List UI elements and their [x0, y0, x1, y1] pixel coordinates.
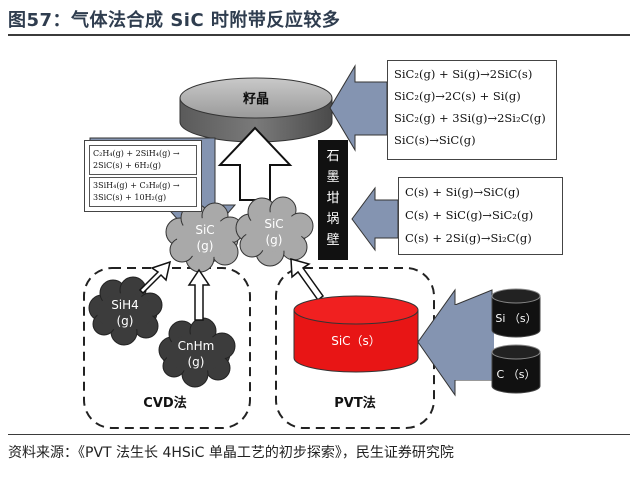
- pvt-label: PVT法: [334, 396, 376, 411]
- eq-top-2: SiC₂(g)→2C(s) + Si(g): [394, 89, 521, 103]
- si-source-cylinder: [491, 288, 541, 338]
- eq-top-3: SiC₂(g) + 3Si(g)→2Si₂C(g): [394, 111, 546, 125]
- cloud-sih4: [88, 276, 163, 346]
- cloud-sic-2-line2: (g): [265, 233, 283, 247]
- source-note: 资料来源：《PVT 法生长 4HSiC 单晶工艺的初步探索》，民生证券研究院: [8, 445, 454, 461]
- eq-mid-3: C(s) + 2Si(g)→Si₂C(g): [405, 231, 532, 245]
- arrow-cnhm-up: [187, 268, 211, 321]
- cloud-cnhm-line1: CnHm: [177, 339, 215, 353]
- cloud-sic-2: [235, 196, 314, 267]
- eq-left-group-1: C₂H₄(g) + 2SiH₄(g) → 2SiC(s) + 6H₂(g): [89, 145, 197, 175]
- cloud-sic-2-label: SiC (g): [249, 216, 299, 248]
- cloud-cnhm-line2: (g): [187, 355, 205, 369]
- cloud-sih4-line1: SiH4: [111, 298, 139, 312]
- sic-solid-cylinder: [293, 295, 419, 373]
- cloud-sih4-line2: (g): [116, 314, 134, 328]
- seed-label: 籽晶: [242, 92, 269, 107]
- eq-left-1a: C₂H₄(g) + 2SiH₄(g) →: [93, 149, 180, 158]
- graphite-wall: [318, 140, 348, 260]
- cloud-sic-1: [165, 202, 244, 273]
- si-source-label: Si （s）: [495, 312, 537, 325]
- cloud-sih4-label: SiH4 (g): [100, 297, 150, 329]
- growth-arrow: [217, 126, 293, 201]
- cloud-sic-1-line1: SiC: [195, 223, 215, 237]
- seed-crystal: [179, 77, 333, 143]
- graphite-char-4: 埚: [326, 212, 340, 227]
- sic-solid-label: SiC（s）: [331, 334, 381, 348]
- title-rule: [8, 34, 630, 36]
- equation-box-top: SiC₂(g) + Si(g)→2SiC(s) SiC₂(g)→2C(s) + …: [387, 60, 557, 160]
- cloud-sic-1-label: SiC (g): [180, 222, 230, 254]
- eq-left-2b: 3SiC(s) + 10H₂(g): [93, 193, 167, 202]
- cloud-sic-2-line1: SiC: [264, 217, 284, 231]
- c-source-label: C （s）: [496, 368, 536, 381]
- cvd-label: CVD法: [143, 396, 187, 411]
- graphite-char-3: 坩: [326, 191, 340, 206]
- graphite-char-1: 石: [326, 149, 340, 164]
- eq-left-1b: 2SiC(s) + 6H₂(g): [93, 161, 162, 170]
- arrow-sih4-up: [138, 260, 172, 295]
- graphite-char-5: 壁: [326, 233, 340, 248]
- eq-mid-2: C(s) + SiC(g)→SiC₂(g): [405, 208, 534, 222]
- equation-box-mid: C(s) + Si(g)→SiC(g) C(s) + SiC(g)→SiC₂(g…: [398, 177, 563, 255]
- mid-reaction-arrow: [351, 186, 399, 252]
- source-feed-arrow-body: [454, 305, 494, 380]
- top-reaction-arrow: [329, 64, 388, 152]
- eq-top-4: SiC(s)→SiC(g): [394, 133, 476, 147]
- figure-title: 图57：气体法合成 SiC 时附带反应较多: [8, 10, 341, 31]
- graphite-char-2: 墨: [326, 170, 340, 185]
- arrow-sic-up: [290, 257, 325, 302]
- source-rule: [8, 434, 630, 435]
- eq-left-group-2: 3SiH₄(g) + C₃H₈(g) → 3SiC(s) + 10H₂(g): [89, 177, 197, 207]
- eq-left-2a: 3SiH₄(g) + C₃H₈(g) →: [93, 181, 180, 190]
- graphite-wall-label: 石 墨 坩 埚 壁: [318, 146, 348, 251]
- cloud-cnhm: [158, 317, 236, 388]
- cloud-cnhm-label: CnHm (g): [170, 338, 222, 370]
- equation-box-left: C₂H₄(g) + 2SiH₄(g) → 2SiC(s) + 6H₂(g) 3S…: [84, 140, 202, 212]
- eq-top-1: SiC₂(g) + Si(g)→2SiC(s): [394, 67, 533, 81]
- eq-mid-1: C(s) + Si(g)→SiC(g): [405, 185, 520, 199]
- c-source-cylinder: [491, 344, 541, 394]
- cloud-sic-1-line2: (g): [196, 239, 214, 253]
